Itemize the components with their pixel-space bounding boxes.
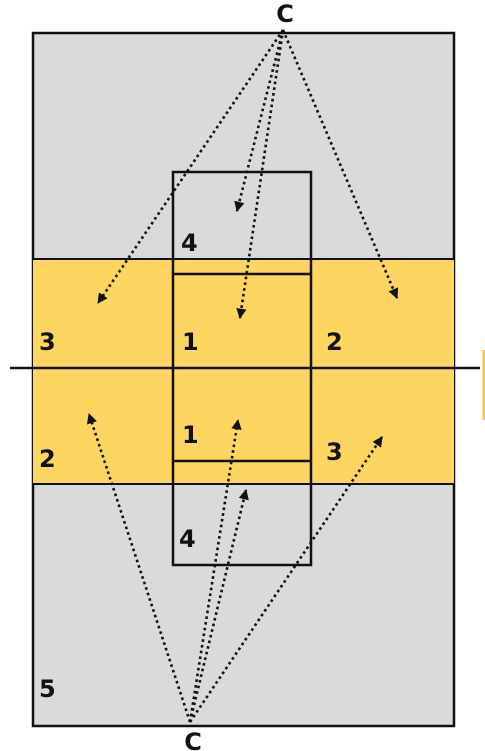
arrow-bottom-to-zone-2 [86, 413, 192, 723]
arrow-bottom-to-zone-4 [188, 488, 249, 723]
arrow-top-to-zone-3 [96, 29, 285, 304]
arrow-bottom-to-zone-1 [188, 418, 242, 723]
zone-4-bottom-label: 4 [179, 525, 196, 553]
arrow-top-to-zone-1 [236, 29, 285, 320]
coach-bottom-label: C [184, 728, 202, 751]
zone-2-top-label: 2 [326, 328, 343, 356]
zone-1-bottom-label: 1 [182, 421, 199, 449]
arrow-top-to-zone-2 [281, 29, 399, 299]
front-zone-band [33, 259, 454, 484]
zone-2-bottom-label: 2 [39, 445, 56, 473]
zone-1-top-label: 1 [182, 328, 199, 356]
zone-3-top-label: 3 [39, 328, 56, 356]
coach-top-label: C [276, 0, 294, 28]
zone-3-bottom-label: 3 [326, 438, 343, 466]
arrow-top-to-zone-4 [234, 29, 285, 213]
zone-4-top-label: 4 [181, 229, 198, 257]
zone-5-label: 5 [39, 675, 56, 703]
arrow-bottom-to-zone-3 [188, 436, 384, 723]
